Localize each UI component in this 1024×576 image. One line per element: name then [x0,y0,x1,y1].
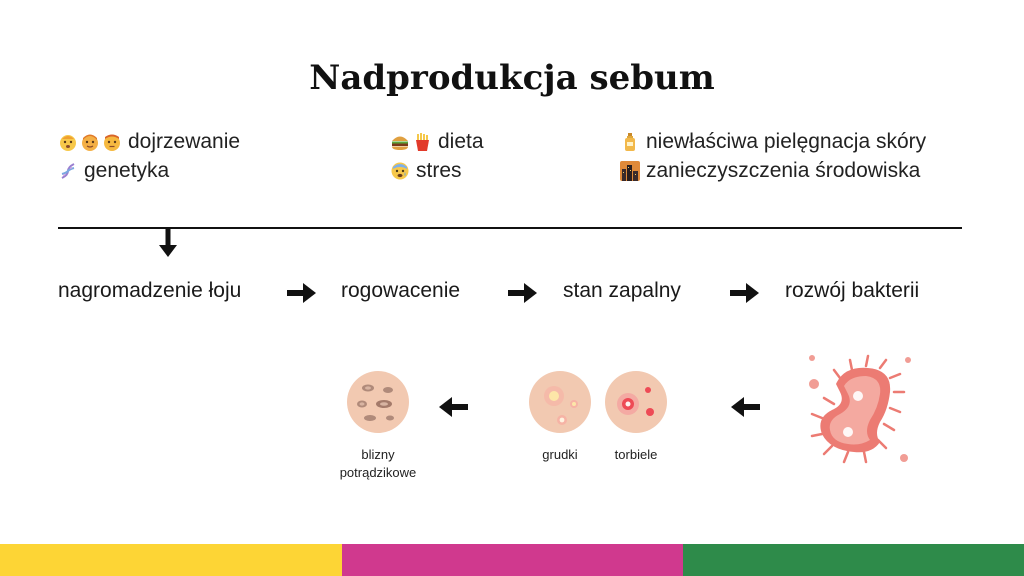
factor-dojrzewanie: dojrzewanie [58,130,240,154]
down-arrow-icon [159,229,177,257]
factor-label: dojrzewanie [128,130,241,153]
factor-dieta: dieta [390,130,484,154]
scars-caption-line2: potrądzikowe [339,465,417,480]
step-rogowacenie: rogowacenie [341,279,461,302]
papules-caption: grudki [542,447,578,462]
color-band-green [683,544,1024,576]
burger-fries-icon [390,132,432,152]
left-arrow-icon [439,397,468,417]
scars-caption-line1: blizny [361,447,395,462]
cysts-illustration [605,371,667,433]
papules-illustration [529,371,591,433]
factor-label: zanieczyszczenia środowiska [646,159,921,182]
step-nagromadzenie: nagromadzenie łoju [58,279,242,302]
faces-emoji-icon [58,132,122,152]
anxious-face-icon [390,161,410,181]
factor-pielegnacja: niewłaściwa pielęgnacja skóry [620,130,926,154]
factor-label: dieta [438,130,484,153]
city-dusk-icon [620,161,640,181]
lotion-bottle-icon [620,132,640,152]
factor-stres: stres [390,159,462,183]
dna-icon [58,161,78,181]
color-band-magenta [342,544,683,576]
right-arrow-icon [730,283,759,303]
factor-genetyka: genetyka [58,159,169,183]
factor-label: stres [416,159,462,182]
cysts-caption: torbiele [614,447,658,462]
bacteria-icon [809,354,911,464]
scars-caption: blizny potrądzikowe [318,446,438,482]
step-stan-zapalny: stan zapalny [563,279,681,302]
factor-label: genetyka [84,159,170,182]
page-title: Nadprodukcja sebum [309,58,715,98]
color-band-yellow [0,544,342,576]
right-arrow-icon [508,283,537,303]
scars-illustration [347,371,409,433]
right-arrow-icon [287,283,316,303]
left-arrow-icon [731,397,760,417]
step-rozwoj-bakterii: rozwój bakterii [785,279,920,302]
factor-zanieczyszczenia: zanieczyszczenia środowiska [620,159,920,183]
divider-line [58,227,962,229]
factor-label: niewłaściwa pielęgnacja skóry [646,130,927,153]
